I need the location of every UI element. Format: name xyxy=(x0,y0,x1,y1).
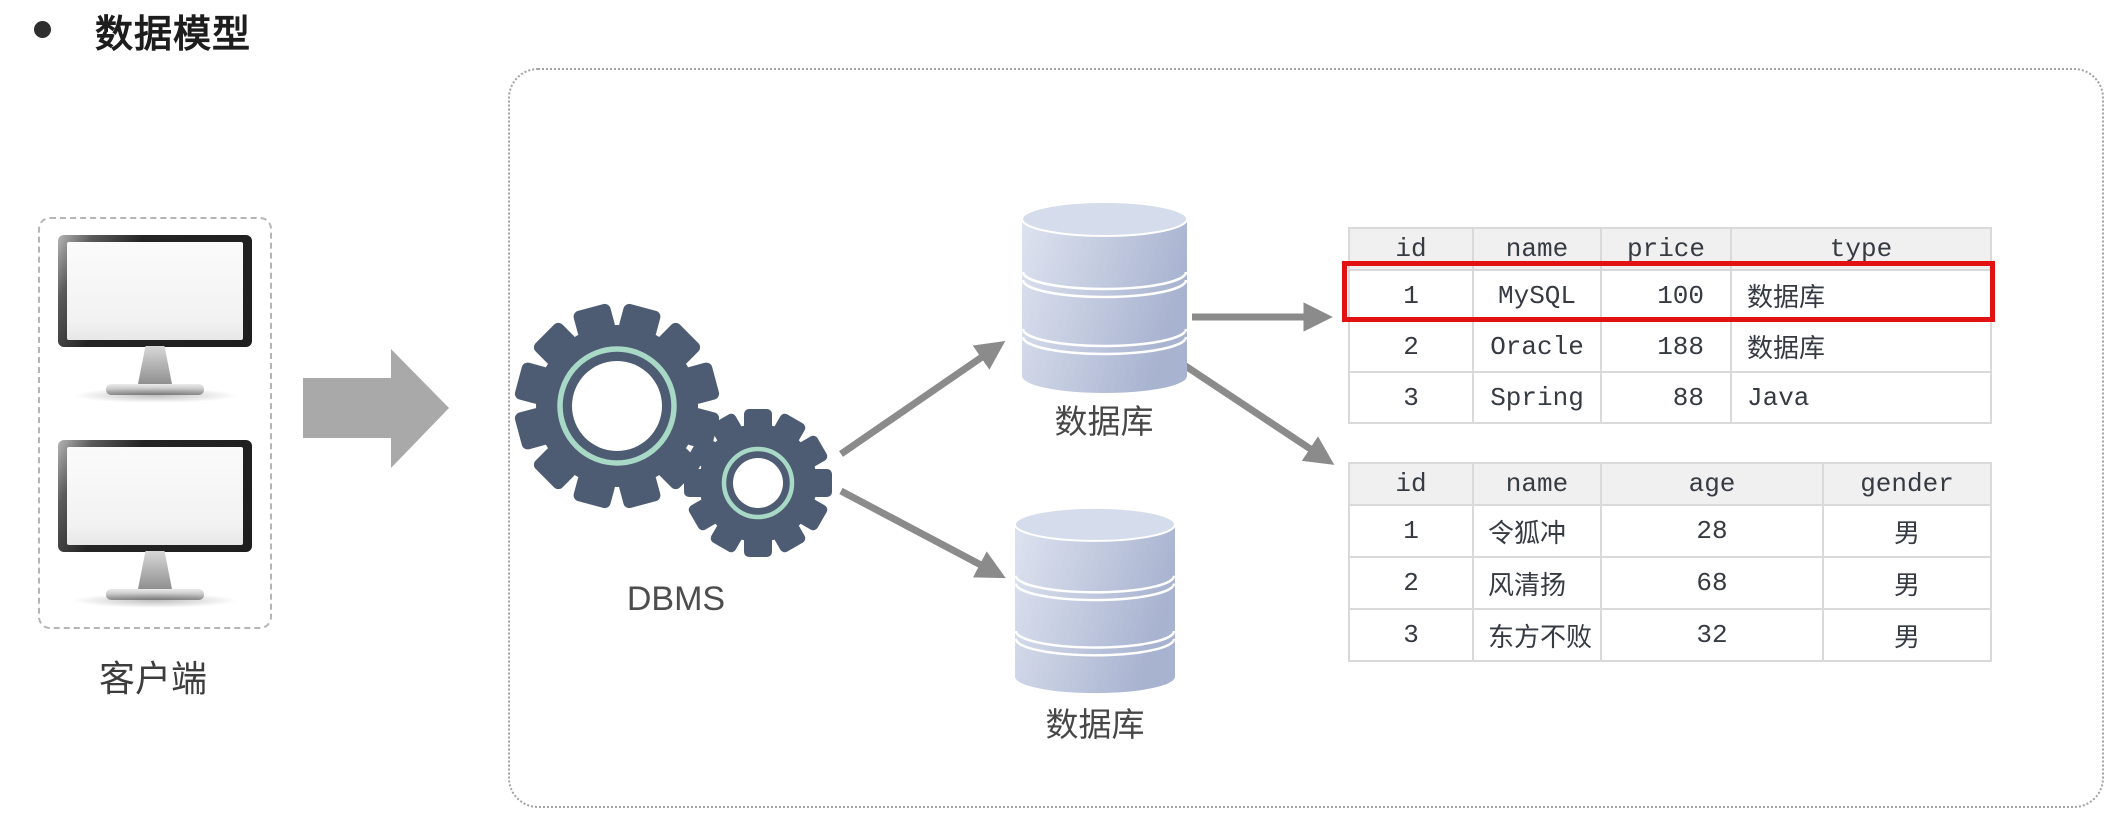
table-cell: 188 xyxy=(1600,320,1732,373)
database-cylinder-icon xyxy=(1022,202,1187,393)
monitor-stand xyxy=(138,551,172,589)
table-cell: Oracle xyxy=(1472,320,1602,373)
column-header: name xyxy=(1472,462,1602,506)
client-to-dbms-arrow xyxy=(303,349,449,468)
client-group-box xyxy=(38,217,272,629)
table-cell: MySQL xyxy=(1472,269,1602,322)
table-cell: 2 xyxy=(1348,556,1474,610)
dbms-label: DBMS xyxy=(626,580,726,618)
monitor-screen xyxy=(67,242,243,340)
table-cell: 东方不败 xyxy=(1472,608,1602,662)
table-cell: 1 xyxy=(1348,504,1474,558)
monitor-base xyxy=(106,384,204,395)
table-cell: 男 xyxy=(1822,608,1992,662)
small-gear xyxy=(684,409,832,557)
monitor-shadow xyxy=(72,388,238,403)
monitor-shadow xyxy=(72,593,238,608)
table-cell: 令狐冲 xyxy=(1472,504,1602,558)
table-cell: 28 xyxy=(1600,504,1824,558)
monitor-frame xyxy=(58,440,252,552)
table-cell: 32 xyxy=(1600,608,1824,662)
monitor-icon xyxy=(58,235,252,403)
table-cell: 68 xyxy=(1600,556,1824,610)
table-cell: 3 xyxy=(1348,608,1474,662)
column-header: id xyxy=(1348,462,1474,506)
table-cell: 2 xyxy=(1348,320,1474,373)
table-cell: 数据库 xyxy=(1730,320,1992,373)
monitor-frame xyxy=(58,235,252,347)
table-cell: 3 xyxy=(1348,371,1474,424)
page-title: 数据模型 xyxy=(95,14,252,56)
monitor-base xyxy=(106,589,204,600)
server-group-box xyxy=(508,68,2104,808)
table-cell: 数据库 xyxy=(1730,269,1992,322)
database-cylinder-icon xyxy=(1015,506,1175,694)
gears-icon xyxy=(514,303,832,557)
column-header: age xyxy=(1600,462,1824,506)
table-cell: 88 xyxy=(1600,371,1732,424)
monitor-icon xyxy=(58,440,252,608)
table-cell: Spring xyxy=(1472,371,1602,424)
highlight-box xyxy=(1342,261,1995,322)
database-label: 数据库 xyxy=(1045,706,1145,743)
monitor-stand xyxy=(138,346,172,384)
table-cell: 风清扬 xyxy=(1472,556,1602,610)
table-cell: 男 xyxy=(1822,504,1992,558)
monitor-screen xyxy=(67,447,243,545)
table-cell: Java xyxy=(1730,371,1992,424)
database-label: 数据库 xyxy=(1054,403,1154,440)
client-label: 客户端 xyxy=(98,658,207,699)
column-header: gender xyxy=(1822,462,1992,506)
bullet-icon xyxy=(34,21,51,38)
table-cell: 男 xyxy=(1822,556,1992,610)
